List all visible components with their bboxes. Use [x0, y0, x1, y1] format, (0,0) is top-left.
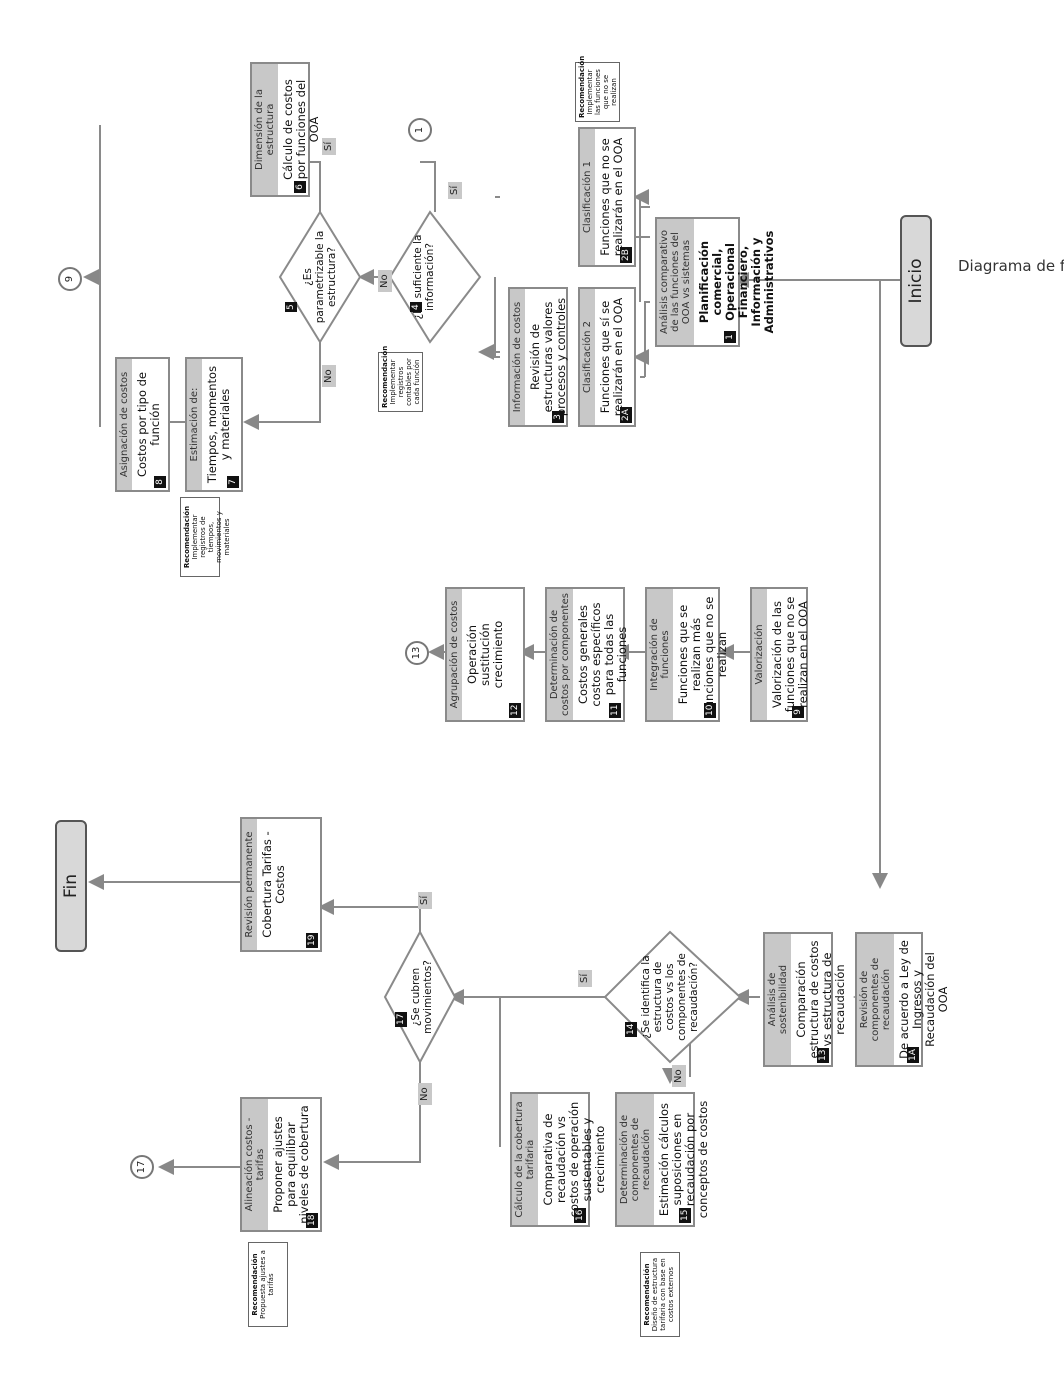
- note-5-title: Recomendación: [251, 1253, 259, 1316]
- decision-14-text: ¿Se identifica la estructura de costos v…: [640, 953, 700, 1041]
- note-1-text: Implementar las funciones que no se real…: [586, 69, 618, 115]
- note-5: Recomendación Propuesta ajustes a tarifa…: [248, 1242, 288, 1327]
- note-4: Recomendación Diseño de estructura tarif…: [640, 1252, 680, 1337]
- connector-9: 9: [58, 267, 82, 291]
- note-3-title: Recomendación: [183, 505, 191, 569]
- note-1-title: Recomendación: [578, 55, 586, 118]
- label-no-5: No: [322, 365, 336, 387]
- decision-5-text: ¿Es parametrizable la estructura?: [302, 230, 338, 324]
- decision-5-number: 5: [285, 302, 297, 312]
- decision-17-number: 17: [395, 1011, 407, 1027]
- note-2-text: Implementar registros contables por cada…: [389, 358, 421, 406]
- note-2-title: Recomendación: [381, 345, 389, 408]
- label-no-14: No: [672, 1065, 686, 1087]
- connector-13: 13: [405, 641, 429, 665]
- connector-17: 17: [130, 1155, 154, 1179]
- note-3-text: Implementar registros de tiempos, movimi…: [191, 511, 231, 563]
- note-4-text: Diseño de estructura tarifaria con base …: [651, 1257, 675, 1332]
- decision-14-number: 14: [625, 1021, 637, 1037]
- note-3: Recomendación Implementar registros de t…: [180, 497, 231, 577]
- decision-4-number: 4: [410, 302, 422, 312]
- decision-17-shape: [383, 929, 457, 1065]
- label-si-4: Sí: [448, 181, 462, 199]
- label-no-17: No: [418, 1083, 432, 1105]
- connector-1: 1: [408, 118, 432, 142]
- label-si-17: Sí: [418, 891, 432, 909]
- note-1: Recomendación Implementar las funciones …: [575, 56, 620, 122]
- label-si-5: Sí: [322, 137, 336, 155]
- decision-4-text: ¿Es suficiente la información?: [412, 234, 436, 320]
- decision-17-text: ¿Se cubren movimientos?: [410, 960, 434, 1034]
- note-2: Recomendación Implementar registros cont…: [378, 346, 423, 412]
- label-no-4: No: [378, 270, 392, 292]
- note-5-text: Propuesta ajustes a tarifas: [259, 1250, 275, 1319]
- decision-5-shape: [278, 210, 362, 344]
- note-4-title: Recomendación: [643, 1263, 651, 1326]
- label-si-14: Sí: [578, 969, 592, 987]
- decision-14-shape: [603, 930, 742, 1064]
